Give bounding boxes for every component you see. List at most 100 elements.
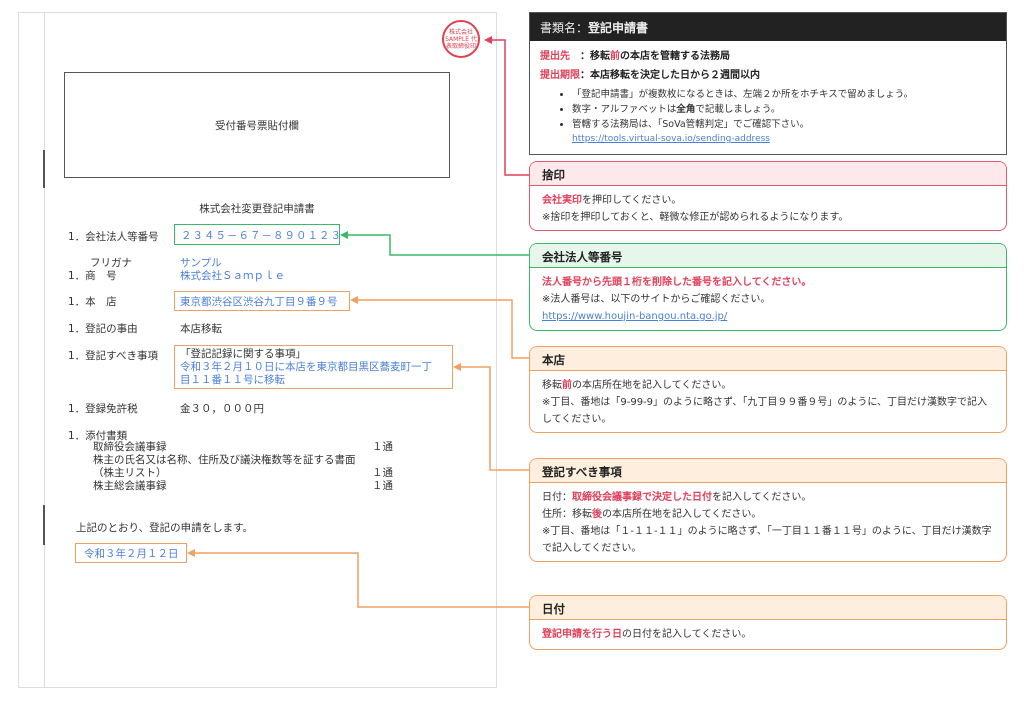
attachment-name: 株主総会議事録 bbox=[93, 480, 167, 492]
panel-title: 日付 bbox=[530, 596, 1006, 620]
info-bullets: 「登記申請書」が複数枚になるときは、左端２か所をホチキスで留めましょう。 数字・… bbox=[572, 87, 1006, 147]
head-office-arrow bbox=[356, 299, 529, 359]
panel-line: 会社実印を押印してください。 bbox=[542, 192, 994, 209]
panel-emphasis: 会社実印 bbox=[542, 195, 582, 206]
panel-line: ※捨印を押印しておくと、軽微な修正が認められるようになります。 bbox=[542, 212, 849, 223]
panel-text: を押印してください。 bbox=[582, 195, 682, 206]
houjin-bangou-link[interactable]: https://www.houjin-bangou.nta.go.jp/ bbox=[542, 311, 728, 322]
panel-text: の本店所在地を記入してください。 bbox=[602, 509, 762, 520]
head-office-panel: 本店 移転前の本店所在地を記入してください。 ※丁目、番地は「9-99-9」のよう… bbox=[529, 346, 1007, 433]
title-prefix: 書類名： bbox=[540, 21, 589, 35]
panel-line: ※丁目、番地は「１-１１-１１」のように略さず、「一丁目１１番１１号」のように、… bbox=[542, 526, 992, 554]
panel-emphasis: 前 bbox=[562, 380, 572, 391]
arrowhead bbox=[187, 549, 195, 557]
panel-line: 日付：取締役会議事録で決定した日付を記入してください。 bbox=[542, 489, 994, 506]
matters-field: 「登記記録に関する事項」 令和３年２月１０日に本店を東京都目黒区蕎麦町一丁 目１… bbox=[174, 345, 453, 389]
tax-label: 1．登録免許税 bbox=[68, 403, 138, 415]
corp-number-arrow bbox=[346, 234, 529, 256]
attachment-name: 株主の氏名又は名称、住所及び議決権数等を証する書面 bbox=[93, 454, 356, 466]
panel-line: 法人番号から先頭１桁を削除した番号を記入してください。 bbox=[542, 277, 812, 288]
dest-text: の本店を管轄する法務局 bbox=[620, 51, 730, 62]
document-page bbox=[18, 12, 497, 688]
arrowhead bbox=[484, 36, 492, 44]
submission-info: 提出先 ：移転前の本店を管轄する法務局 提出期限：本店移転を決定した日から２週間… bbox=[530, 41, 1006, 91]
panel-text: の日付を記入してください。 bbox=[622, 629, 752, 640]
margin-line bbox=[44, 12, 45, 688]
date-arrow bbox=[193, 552, 529, 608]
matters-line: 「登記記録に関する事項」 bbox=[180, 348, 306, 360]
panel-line: 住所：移転後の本店所在地を記入してください。 bbox=[542, 506, 994, 523]
tax-value: 金３０，０００円 bbox=[180, 403, 264, 415]
info-title-bar: 書類名：登記申請書 bbox=[530, 13, 1006, 41]
matters-panel: 登記すべき事項 日付：取締役会議事録で決定した日付を記入してください。住所：移転… bbox=[529, 458, 1007, 562]
seal-panel: 捨印 会社実印を押印してください。※捨印を押印しておくと、軽微な修正が認められる… bbox=[529, 161, 1007, 231]
arrowhead bbox=[340, 231, 348, 239]
document-title: 株式会社変更登記申請書 bbox=[199, 203, 315, 215]
date-panel: 日付 登記申請を行う日の日付を記入してください。 bbox=[529, 595, 1007, 650]
dest-text: ：移転 bbox=[570, 51, 610, 62]
attachments-label: 1．添付書類 bbox=[68, 430, 128, 442]
receipt-box-label: 受付番号票貼付欄 bbox=[215, 119, 299, 132]
deadline-label: 提出期限 bbox=[540, 70, 580, 81]
company-seal-stamp: 株式会社SAMPLE 代表取締役印 bbox=[442, 20, 480, 58]
attachment-count: １通 bbox=[372, 441, 393, 453]
matters-label: 1．登記すべき事項 bbox=[68, 350, 158, 362]
head-office-field: 東京都渋谷区渋谷九丁目９番９号 bbox=[174, 291, 350, 311]
bullet-item: 数字・アルファベットは全角で記載しましょう。 bbox=[572, 102, 1006, 117]
corp-number-panel: 会社法人等番号 法人番号から先頭１桁を削除した番号を記入してください。 ※法人番号… bbox=[529, 243, 1007, 331]
panel-title: 登記すべき事項 bbox=[530, 459, 1006, 483]
attachment-count: １通 bbox=[372, 467, 393, 479]
sova-link[interactable]: https://tools.virtual-sova.io/sending-ad… bbox=[572, 134, 770, 144]
attachment-item: 株主の氏名又は名称、住所及び議決権数等を証する書面 bbox=[93, 454, 393, 467]
dest-emphasis: 前 bbox=[610, 51, 620, 62]
company-name-value: 株式会社Ｓａｍｐｌｅ bbox=[180, 270, 285, 282]
bullet-text: 数字・アルファベットは bbox=[572, 104, 677, 115]
application-date-field: 令和３年２月１２日 bbox=[75, 543, 187, 563]
corp-number-label: 1．会社法人等番号 bbox=[68, 231, 159, 243]
panel-line: 移転前の本店所在地を記入してください。 bbox=[542, 377, 994, 394]
arrowhead bbox=[453, 363, 461, 371]
reason-value: 本店移転 bbox=[180, 323, 222, 335]
panel-text: 住所：移転 bbox=[542, 509, 592, 520]
furigana-value: サンプル bbox=[180, 257, 222, 269]
panel-emphasis: 登記申請を行う日 bbox=[542, 629, 622, 640]
deadline-text: ：本店移転を決定した日から２週間以内 bbox=[580, 70, 760, 81]
panel-emphasis: 後 bbox=[592, 509, 602, 520]
margin-mark bbox=[43, 505, 45, 545]
panel-text: 移転 bbox=[542, 380, 562, 391]
corp-number-field: ２３４５－６７－８９０１２３ bbox=[174, 224, 341, 245]
matters-arrow bbox=[459, 366, 529, 471]
destination-row: 提出先 ：移転前の本店を管轄する法務局 bbox=[540, 47, 996, 66]
reason-label: 1．登記の事由 bbox=[68, 323, 138, 335]
attachment-name: （株主リスト） bbox=[93, 467, 167, 479]
info-title: 登記申請書 bbox=[588, 21, 649, 35]
matters-line: 令和３年２月１０日に本店を東京都目黒区蕎麦町一丁 bbox=[180, 361, 432, 373]
panel-text: を記入してください。 bbox=[712, 492, 812, 503]
stamp-text: 株式会社SAMPLE 代表取締役印 bbox=[445, 28, 477, 50]
head-office-label: 1．本 店 bbox=[68, 296, 117, 308]
bullet-text: で記載しましょう。 bbox=[695, 104, 781, 115]
bullet-item: 「登記申請書」が複数枚になるときは、左端２か所をホチキスで留めましょう。 bbox=[572, 87, 1006, 102]
closing-statement: 上記のとおり、登記の申請をします。 bbox=[76, 522, 254, 534]
panel-title: 本店 bbox=[530, 347, 1006, 371]
receipt-sticker-box: 受付番号票貼付欄 bbox=[64, 72, 450, 178]
bullet-item: 管轄する法務局は、「SoVa管轄判定」でご確認下さい。 bbox=[572, 117, 1006, 132]
matters-line: 目１１番１１号に移転 bbox=[180, 374, 285, 386]
panel-title: 会社法人等番号 bbox=[530, 244, 1006, 268]
panel-text: 日付： bbox=[542, 492, 572, 503]
company-name-label: 1．商 号 bbox=[68, 270, 117, 282]
margin-mark bbox=[43, 150, 45, 188]
bullet-emphasis: 全角 bbox=[676, 104, 696, 115]
panel-emphasis: 取締役会議事録で決定した日付 bbox=[572, 492, 712, 503]
furigana-label: フリガナ bbox=[90, 257, 132, 269]
document-info-panel: 書類名：登記申請書 提出先 ：移転前の本店を管轄する法務局 提出期限：本店移転を… bbox=[529, 12, 1007, 155]
attachment-item: （株主リスト） １通 bbox=[93, 467, 393, 480]
panel-line: ※法人番号は、以下のサイトからご確認ください。 bbox=[542, 294, 771, 305]
panel-line: ※丁目、番地は「9-99-9」のように略さず、「九丁目９９番９号」のように、丁目… bbox=[542, 397, 988, 425]
attachment-count: １通 bbox=[372, 480, 393, 492]
attachment-item: 株主総会議事録 １通 bbox=[93, 480, 393, 493]
arrowhead bbox=[350, 296, 358, 304]
